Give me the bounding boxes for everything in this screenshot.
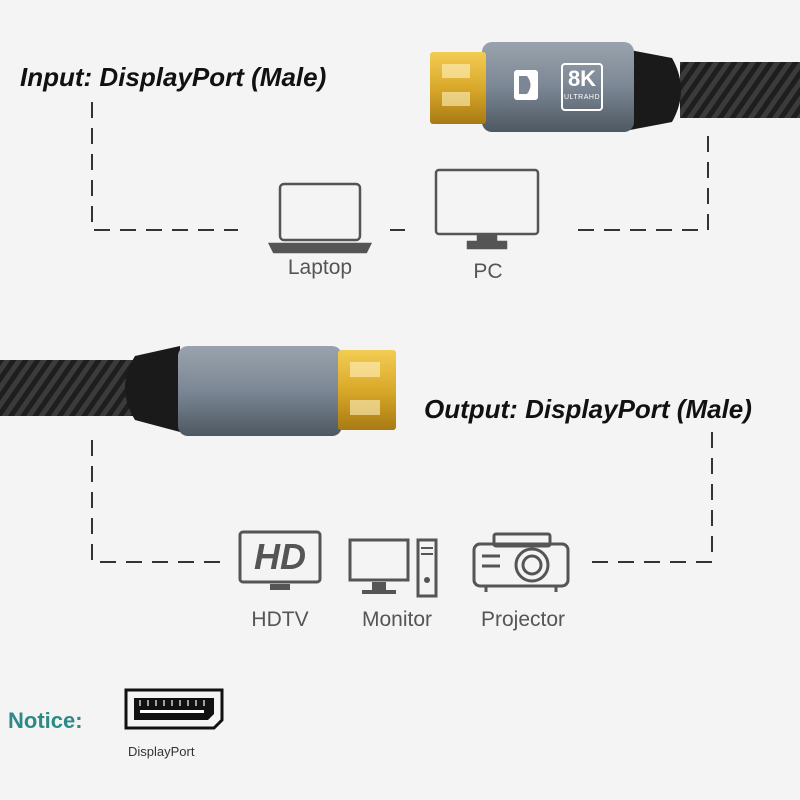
input-port-name: DisplayPort (Male) (99, 62, 327, 92)
input-connector-shell (482, 42, 634, 132)
output-cable-boot (125, 346, 180, 432)
output-port-name: DisplayPort (Male) (525, 394, 752, 424)
output-connector-shell (178, 346, 342, 436)
device-label-hdtv: HDTV (251, 608, 309, 631)
input-cable-braid (680, 62, 800, 118)
laptop-icon (267, 182, 373, 254)
hd-mark-text: HD (254, 536, 306, 577)
input-heading: Input: DisplayPort (Male) (20, 62, 326, 93)
input-cable-boot (630, 50, 681, 130)
device-label-pc: PC (473, 260, 503, 283)
notice-label: Notice: (8, 708, 83, 733)
output-cable-braid (0, 360, 135, 416)
8k-badge-text: 8K (567, 66, 597, 91)
input-connector-plug (430, 52, 486, 124)
input-label: Input: (20, 62, 93, 92)
output-dashed-lines (91, 432, 713, 563)
device-label-laptop: Laptop (287, 256, 353, 279)
output-heading: Output: DisplayPort (Male) (424, 394, 752, 425)
monitor-tower-icon (348, 538, 438, 598)
8k-badge-subtext: ULTRAHD (563, 94, 601, 101)
output-cable (0, 346, 396, 436)
input-cable (430, 42, 800, 132)
device-label-monitor: Monitor (361, 608, 433, 631)
8k-badge-icon (561, 63, 603, 111)
input-dashed-lines (91, 102, 709, 231)
projector-icon (472, 532, 570, 592)
displayport-port-icon (124, 688, 224, 730)
device-label-projector: Projector (480, 608, 566, 631)
displayport-caption: DisplayPort (128, 744, 195, 759)
pc-monitor-icon (434, 168, 540, 250)
output-label: Output: (424, 394, 518, 424)
hdtv-icon (238, 530, 322, 590)
